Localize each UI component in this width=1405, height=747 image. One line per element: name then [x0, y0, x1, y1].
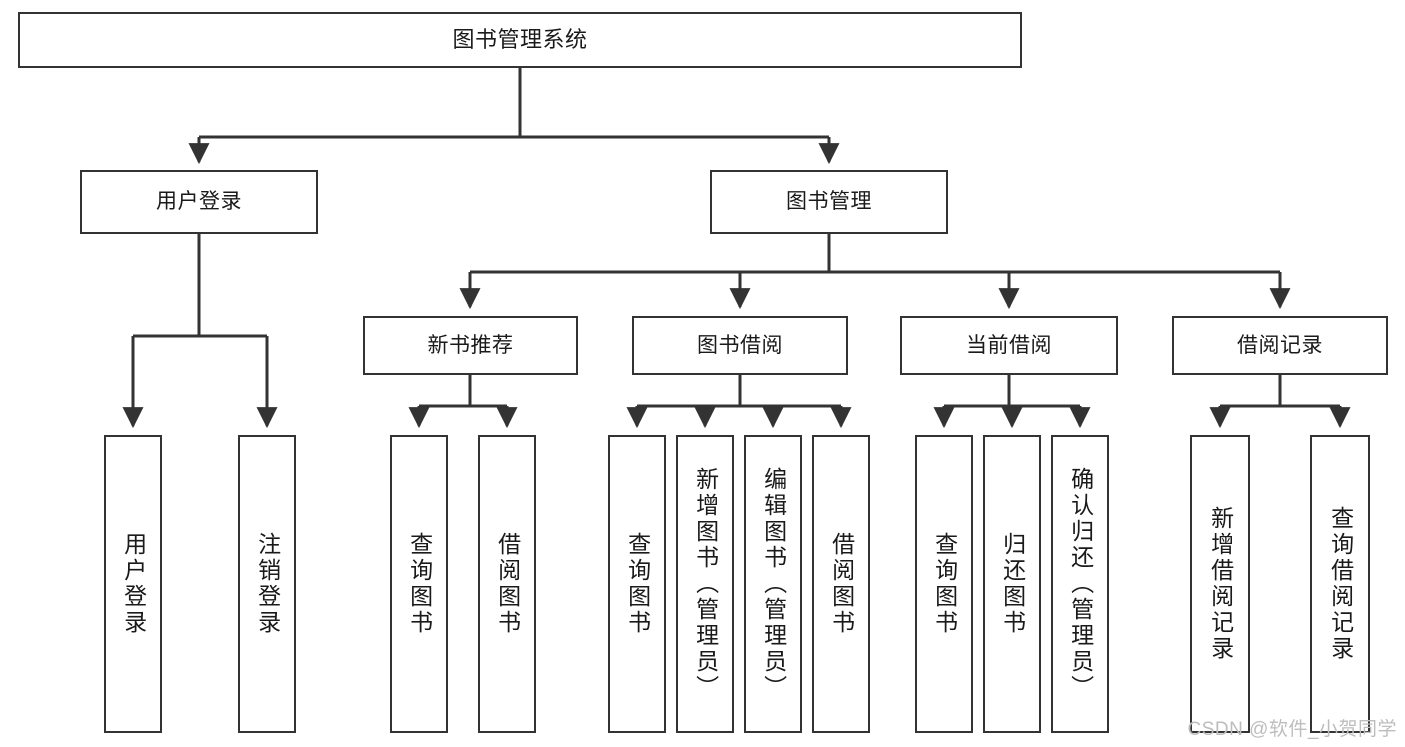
- node-leaf-confirm-return[interactable]: 确认归还（管理员）: [1051, 435, 1109, 733]
- node-borrow-record-label: 借阅记录: [1237, 333, 1323, 357]
- node-leaf-edit-book[interactable]: 编辑图书（管理员）: [744, 435, 802, 733]
- node-book-borrow[interactable]: 图书借阅: [632, 316, 848, 375]
- node-book-manage[interactable]: 图书管理: [710, 170, 948, 234]
- node-borrow-record[interactable]: 借阅记录: [1172, 316, 1388, 375]
- node-leaf-return-book[interactable]: 归还图书: [983, 435, 1041, 733]
- node-user-login[interactable]: 用户登录: [80, 170, 318, 234]
- node-root[interactable]: 图书管理系统: [18, 12, 1022, 68]
- node-leaf-query-record[interactable]: 查询借阅记录: [1310, 435, 1370, 733]
- node-new-book-recommend[interactable]: 新书推荐: [363, 316, 578, 375]
- node-root-label: 图书管理系统: [452, 26, 588, 52]
- node-leaf-user-login-label: 用户登录: [120, 532, 147, 636]
- edges-bookmanage-to-level3: [459, 234, 1291, 310]
- node-leaf-edit-book-label: 编辑图书（管理员）: [760, 467, 787, 701]
- node-leaf-borrow-book-2-label: 借阅图书: [828, 532, 855, 636]
- edges-bookborrow-to-leaves: [626, 375, 852, 429]
- node-leaf-query-book-1-label: 查询图书: [406, 532, 433, 636]
- node-leaf-borrow-book-1-label: 借阅图书: [494, 532, 521, 636]
- node-leaf-query-book-2-label: 查询图书: [624, 532, 651, 636]
- edges-currentborrow-to-leaves: [933, 375, 1091, 429]
- edges-userlogin-to-leaves: [122, 234, 278, 429]
- node-new-book-recommend-label: 新书推荐: [427, 333, 514, 357]
- node-leaf-query-book-3[interactable]: 查询图书: [915, 435, 973, 733]
- node-leaf-query-book-3-label: 查询图书: [931, 532, 958, 636]
- node-leaf-user-logout[interactable]: 注销登录: [238, 435, 296, 733]
- node-leaf-user-logout-label: 注销登录: [254, 532, 281, 636]
- node-leaf-borrow-book-1[interactable]: 借阅图书: [478, 435, 536, 733]
- node-leaf-query-record-label: 查询借阅记录: [1327, 506, 1354, 662]
- node-book-manage-label: 图书管理: [786, 190, 872, 214]
- edges-root-to-level2: [188, 68, 840, 165]
- node-leaf-confirm-return-label: 确认归还（管理员）: [1067, 467, 1094, 701]
- node-leaf-add-record-label: 新增借阅记录: [1207, 506, 1234, 662]
- node-leaf-borrow-book-2[interactable]: 借阅图书: [812, 435, 870, 733]
- node-user-login-label: 用户登录: [156, 190, 242, 214]
- node-book-borrow-label: 图书借阅: [697, 333, 783, 357]
- node-leaf-user-login[interactable]: 用户登录: [104, 435, 162, 733]
- edges-borrowrecord-to-leaves: [1209, 375, 1351, 429]
- node-leaf-query-book-1[interactable]: 查询图书: [390, 435, 448, 733]
- edges-newbook-to-leaves: [408, 375, 518, 429]
- csdn-watermark: CSDN @软件_小贺同学: [1187, 719, 1397, 740]
- node-leaf-return-book-label: 归还图书: [999, 532, 1026, 636]
- node-leaf-query-book-2[interactable]: 查询图书: [608, 435, 666, 733]
- node-current-borrow[interactable]: 当前借阅: [900, 316, 1118, 375]
- node-current-borrow-label: 当前借阅: [966, 333, 1052, 357]
- node-leaf-add-book[interactable]: 新增图书（管理员）: [676, 435, 734, 733]
- node-leaf-add-book-label: 新增图书（管理员）: [692, 467, 719, 701]
- node-leaf-add-record[interactable]: 新增借阅记录: [1190, 435, 1250, 733]
